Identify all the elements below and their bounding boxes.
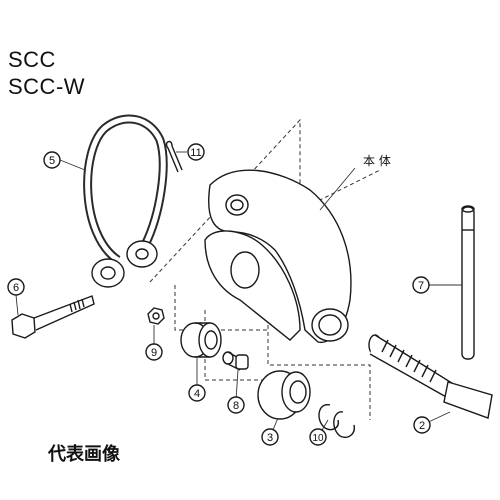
shackle-icon xyxy=(83,114,168,288)
svg-text:7: 7 xyxy=(418,280,424,292)
callout-3: 3 xyxy=(261,428,279,446)
collar-icon xyxy=(257,370,311,420)
clamp-body-icon xyxy=(204,169,352,343)
nut-icon xyxy=(147,307,165,325)
bearing-icon xyxy=(180,322,222,358)
svg-text:5: 5 xyxy=(49,155,55,167)
svg-text:3: 3 xyxy=(267,432,273,444)
svg-text:2: 2 xyxy=(419,420,425,432)
svg-text:8: 8 xyxy=(233,400,239,412)
callout-9: 9 xyxy=(145,343,163,361)
screw-shaft-icon xyxy=(368,334,493,419)
model-title-1: SCC xyxy=(8,47,56,72)
rod-icon xyxy=(461,205,475,360)
callout-6: 6 xyxy=(7,278,25,296)
callout-7: 7 xyxy=(412,276,430,294)
callout-5: 5 xyxy=(43,151,61,169)
svg-text:11: 11 xyxy=(190,147,201,159)
model-title-2: SCC-W xyxy=(8,74,86,99)
callout-2: 2 xyxy=(413,416,431,434)
body-label: 本 体 xyxy=(363,154,391,168)
snap-ring-icon xyxy=(318,404,355,438)
cotter-pin-icon xyxy=(165,140,183,173)
callout-8: 8 xyxy=(227,396,245,414)
svg-text:9: 9 xyxy=(151,347,157,359)
svg-text:6: 6 xyxy=(13,282,19,294)
callout-10: 10 xyxy=(309,428,327,446)
representative-image-caption: 代表画像 xyxy=(48,444,120,465)
svg-text:10: 10 xyxy=(312,433,324,444)
svg-text:4: 4 xyxy=(194,388,200,400)
screw-icon xyxy=(222,351,249,371)
callout-11: 11 xyxy=(187,143,205,161)
bolt-icon xyxy=(11,295,95,339)
callout-4: 4 xyxy=(188,384,206,402)
